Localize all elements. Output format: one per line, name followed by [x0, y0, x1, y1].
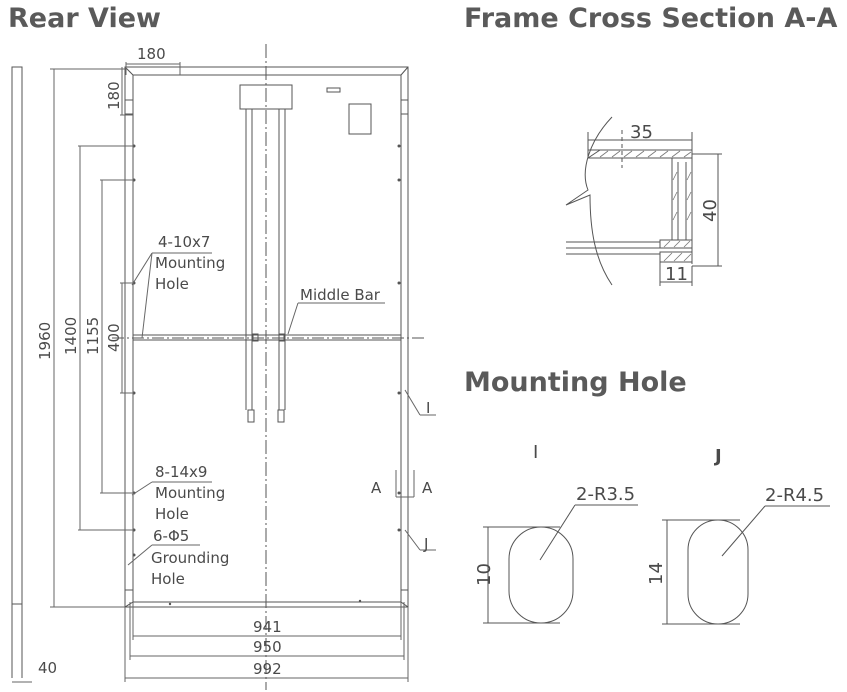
panel-side-profile — [11, 66, 23, 678]
frame-cross-section — [565, 116, 722, 286]
label-small-mounting-line1: Mounting — [155, 254, 225, 272]
dim-1155: 1155 — [84, 317, 102, 355]
dim-950: 950 — [253, 638, 282, 656]
label-section-a-left: A — [371, 479, 382, 497]
dim-40: 40 — [38, 659, 57, 677]
label-grounding-line2: Hole — [151, 570, 185, 588]
dim-941: 941 — [253, 618, 282, 636]
mounting-hole-i-radius: 2-R3.5 — [576, 484, 635, 505]
dim-180-horizontal: 180 — [137, 45, 166, 63]
label-small-mounting-line2: Hole — [155, 275, 189, 293]
label-section-a-right: A — [422, 479, 433, 497]
mounting-hole-j-title: J — [713, 446, 722, 467]
cross-dim-35: 35 — [630, 122, 653, 143]
dim-180-vertical: 180 — [105, 81, 123, 110]
mounting-hole-heading: Mounting Hole — [464, 367, 687, 398]
mounting-hole-i-title: I — [533, 442, 538, 463]
junction-box — [239, 84, 372, 423]
mounting-hole-i-shape — [483, 504, 638, 624]
mounting-hole-j-height: 14 — [646, 562, 667, 585]
mounting-hole-i-height: 10 — [474, 563, 495, 586]
label-detail-i: I — [426, 399, 430, 417]
middle-bar — [112, 333, 425, 342]
label-grounding-code: 6-Φ5 — [153, 527, 189, 545]
label-large-mounting-code: 8-14x9 — [155, 463, 207, 481]
mounting-hole-j-shape — [662, 505, 830, 625]
dim-1400: 1400 — [62, 317, 80, 355]
dim-1960: 1960 — [36, 322, 54, 360]
dimension-lines-rear — [12, 62, 409, 683]
rear-view-heading: Rear View — [8, 3, 161, 34]
dim-992: 992 — [253, 660, 282, 678]
label-small-mounting-code: 4-10x7 — [158, 233, 210, 251]
mounting-hole-j-radius: 2-R4.5 — [765, 485, 824, 506]
label-detail-j: J — [423, 535, 428, 553]
label-middle-bar: Middle Bar — [300, 286, 381, 304]
label-large-mounting-line1: Mounting — [155, 484, 225, 502]
cross-section-hatching — [599, 150, 692, 262]
label-grounding-line1: Grounding — [151, 549, 229, 567]
cross-dim-11: 11 — [665, 264, 688, 285]
frame-cross-section-heading: Frame Cross Section A-A — [464, 3, 838, 34]
leader-lines — [127, 252, 436, 566]
cross-dim-40: 40 — [700, 199, 721, 222]
dim-400: 400 — [105, 323, 123, 352]
label-large-mounting-line2: Hole — [155, 505, 189, 523]
